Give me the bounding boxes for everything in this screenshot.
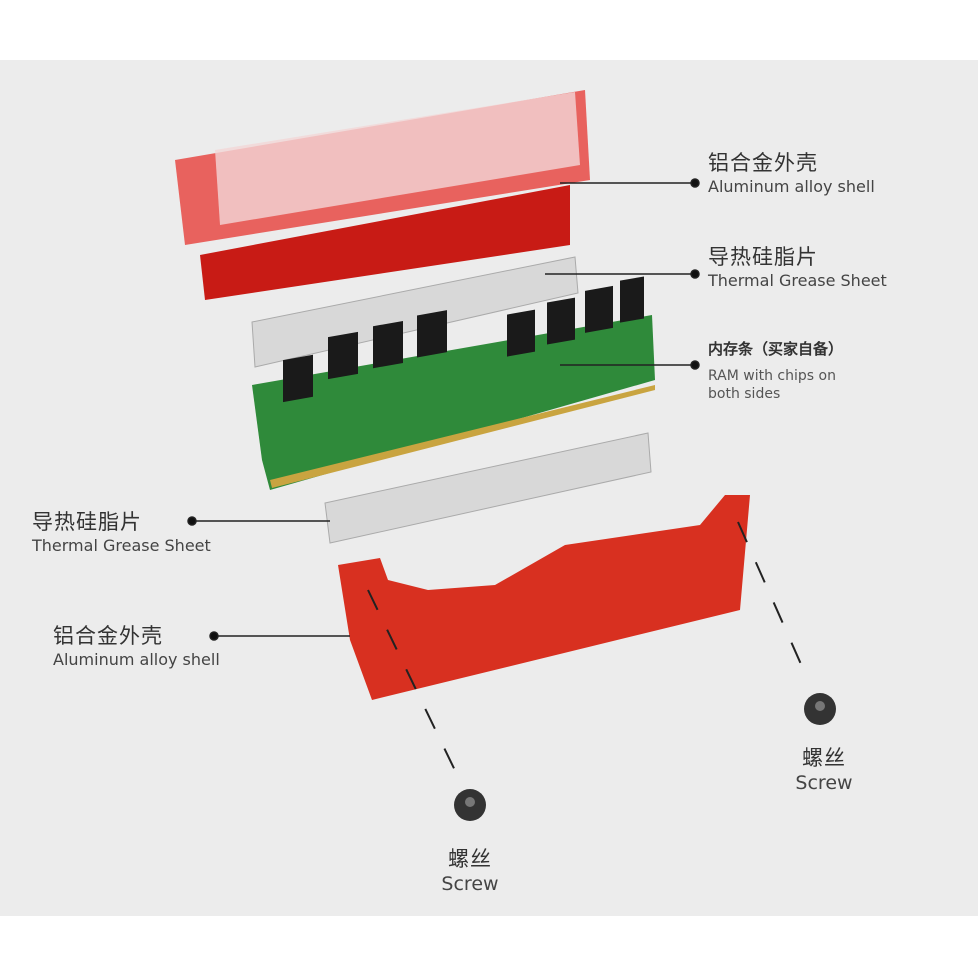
screw-left bbox=[454, 789, 486, 821]
label-ram: 内存条（买家自备） RAM with chips on both sides bbox=[708, 338, 843, 403]
label-zh: 螺丝 bbox=[802, 746, 846, 770]
label-en: Aluminum alloy shell bbox=[53, 650, 220, 669]
label-zh: 内存条（买家自备） bbox=[708, 340, 844, 358]
label-bottom-sheet: 导热硅脂片 Thermal Grease Sheet bbox=[32, 506, 211, 555]
label-bottom-shell: 铝合金外壳 Aluminum alloy shell bbox=[53, 620, 220, 669]
label-top-shell: 铝合金外壳 Aluminum alloy shell bbox=[708, 147, 875, 196]
ram-module bbox=[252, 276, 655, 490]
bottom-thermal-sheet bbox=[324, 432, 652, 544]
label-en: Screw bbox=[795, 772, 853, 794]
label-en: RAM with chips on bbox=[708, 368, 836, 384]
label-zh: 导热硅脂片 bbox=[708, 245, 818, 269]
label-screw-right: 螺丝 Screw bbox=[793, 742, 855, 794]
screw-guide-lines bbox=[367, 521, 809, 786]
screw-right bbox=[804, 693, 836, 725]
label-en: Screw bbox=[441, 873, 499, 895]
label-en: Thermal Grease Sheet bbox=[708, 271, 887, 290]
top-aluminum-shell bbox=[175, 90, 590, 300]
leader-lines bbox=[187, 178, 700, 641]
label-zh: 铝合金外壳 bbox=[53, 624, 163, 648]
label-en: Thermal Grease Sheet bbox=[32, 536, 211, 555]
bottom-aluminum-shell bbox=[338, 495, 750, 700]
label-zh: 螺丝 bbox=[448, 847, 492, 871]
label-zh: 导热硅脂片 bbox=[32, 510, 142, 534]
label-en: Aluminum alloy shell bbox=[708, 177, 875, 196]
label-top-sheet: 导热硅脂片 Thermal Grease Sheet bbox=[708, 241, 887, 290]
label-zh: 铝合金外壳 bbox=[708, 151, 818, 175]
label-screw-left: 螺丝 Screw bbox=[439, 843, 501, 895]
label-en-line2: both sides bbox=[708, 386, 781, 402]
